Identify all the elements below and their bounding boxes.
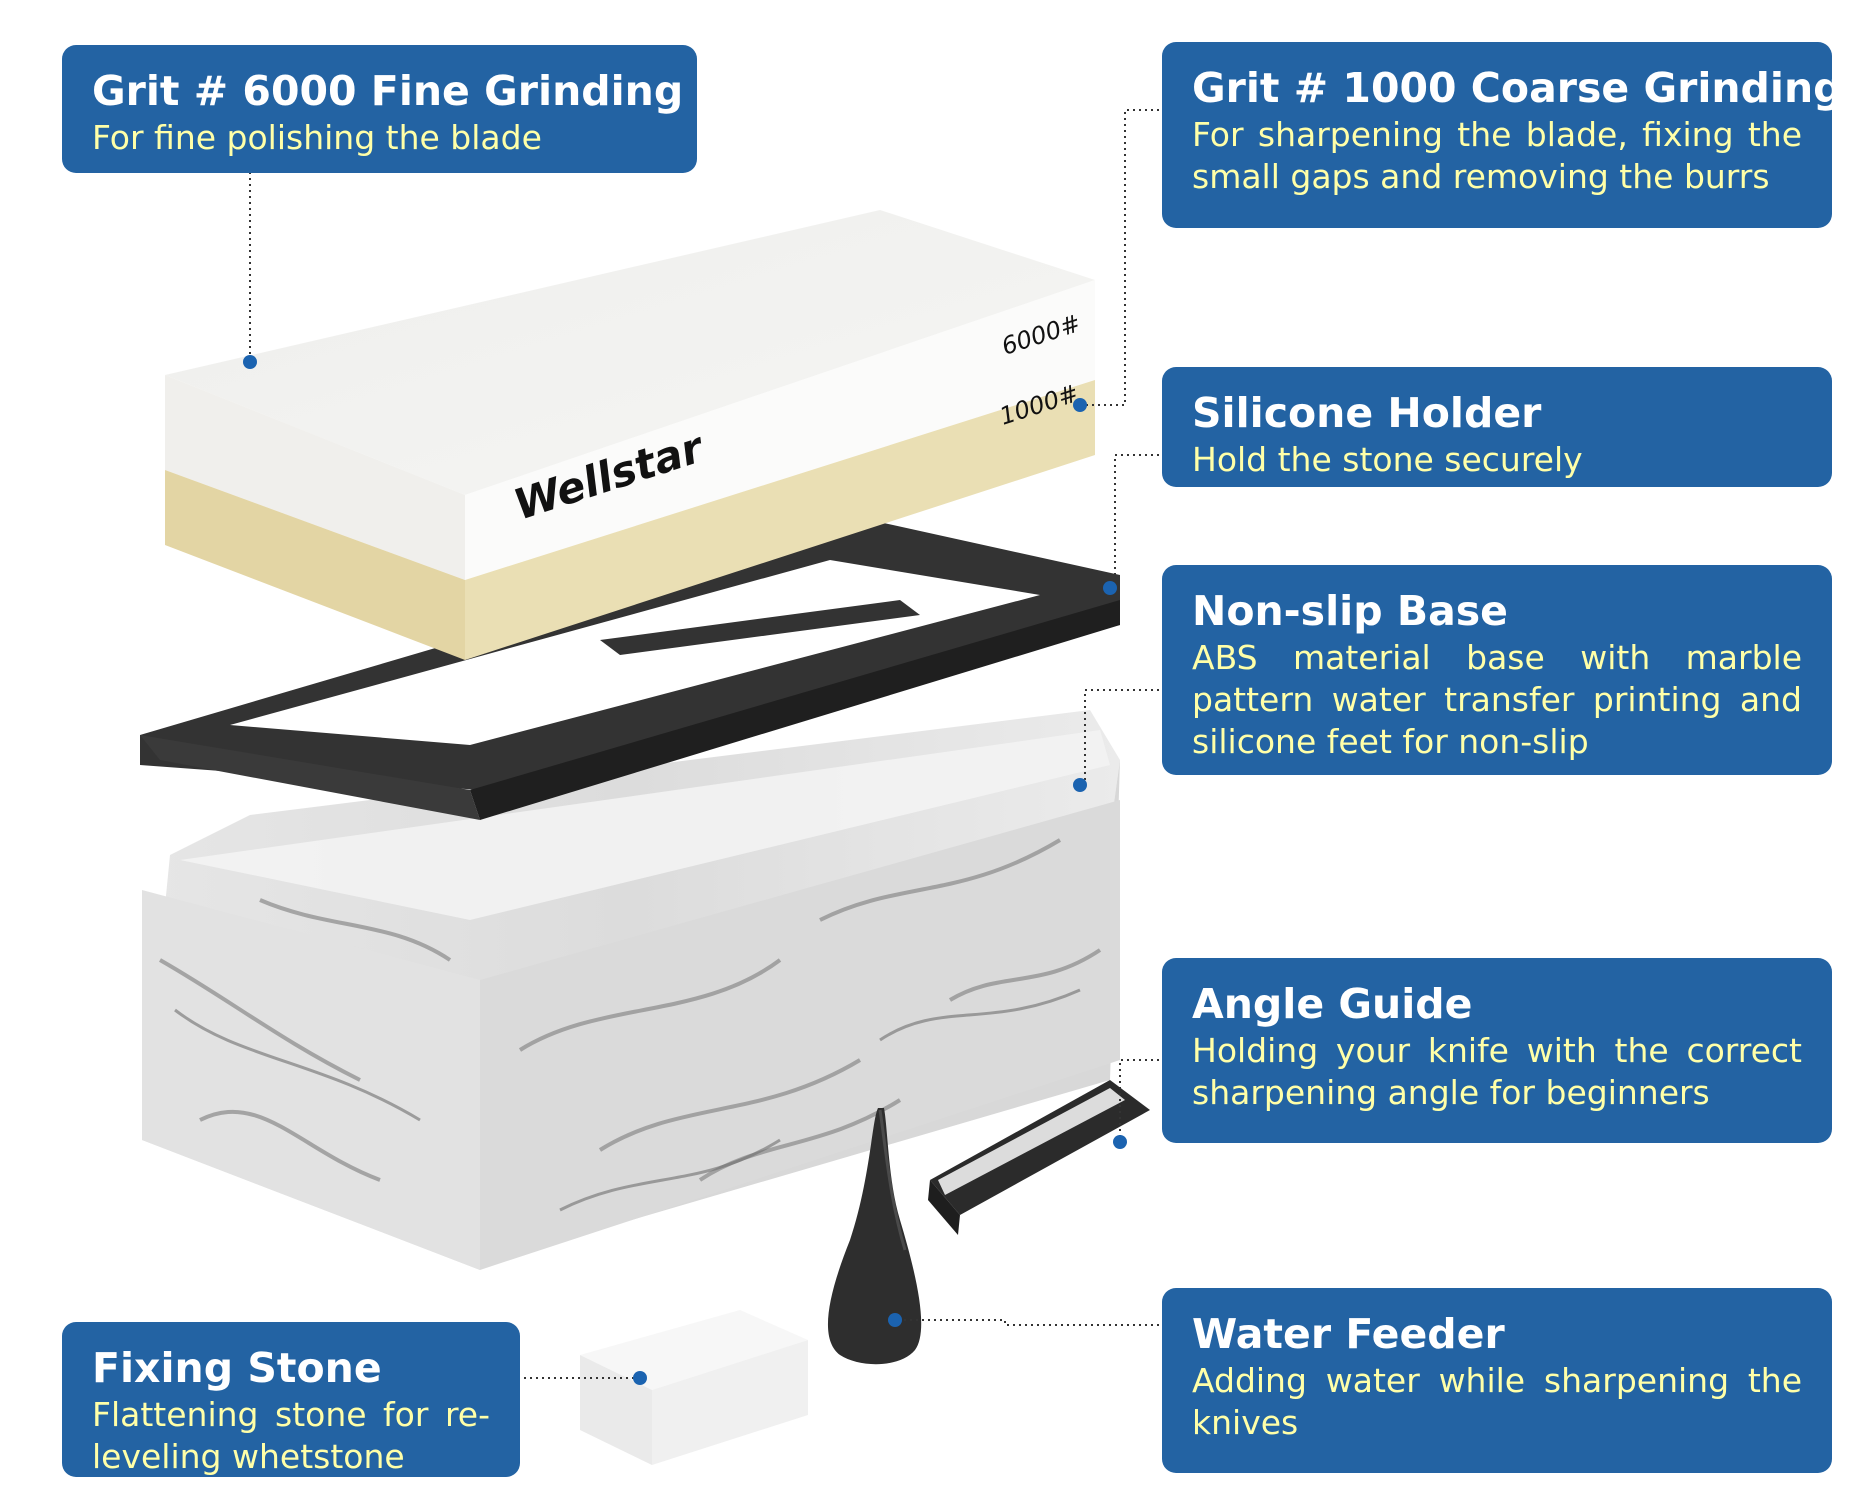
callout-description: Holding your knife with the correct shar… [1192, 1031, 1802, 1112]
callout-title: Grit # 6000 Fine Grinding [92, 67, 684, 115]
callout-title: Silicone Holder [1192, 389, 1542, 437]
callout-description: For sharpening the blade, fixing the sma… [1192, 115, 1802, 196]
water-feeder-bottle [827, 1108, 922, 1365]
callout-angle-guide: Angle Guide Holding your knife with the … [1162, 958, 1832, 1143]
callout-silicone-holder: Silicone Holder Hold the stone securely [1162, 367, 1832, 487]
callout-description: For fine polishing the blade [92, 118, 542, 157]
callout-description: ABS material base with marble pattern wa… [1192, 638, 1802, 761]
callout-fine-grinding: Grit # 6000 Fine Grinding For fine polis… [62, 45, 697, 173]
callout-title: Non-slip Base [1192, 587, 1508, 635]
silicone-holder [140, 520, 1120, 820]
callout-description: Flattening stone for re-leveling whetsto… [92, 1395, 490, 1476]
callout-title: Fixing Stone [92, 1344, 382, 1392]
fixing-stone [580, 1310, 808, 1465]
angle-guide [928, 1080, 1150, 1235]
marble-base [142, 710, 1120, 1270]
callout-title: Water Feeder [1192, 1310, 1505, 1358]
callout-water-feeder: Water Feeder Adding water while sharpeni… [1162, 1288, 1832, 1473]
callout-fixing-stone: Fixing Stone Flattening stone for re-lev… [62, 1322, 520, 1477]
callout-description: Adding water while sharpening the knives [1192, 1361, 1802, 1442]
callout-description: Hold the stone securely [1192, 440, 1583, 479]
callout-title: Grit # 1000 Coarse Grinding [1192, 64, 1843, 112]
callout-dots [243, 355, 1127, 1385]
callout-title: Angle Guide [1192, 980, 1473, 1028]
callout-coarse-grinding: Grit # 1000 Coarse Grinding For sharpeni… [1162, 42, 1843, 228]
whetstone: Wellstar 6000# 1000# [165, 210, 1095, 660]
leader-lines [249, 109, 1165, 1379]
callout-non-slip-base: Non-slip Base ABS material base with mar… [1162, 565, 1832, 775]
